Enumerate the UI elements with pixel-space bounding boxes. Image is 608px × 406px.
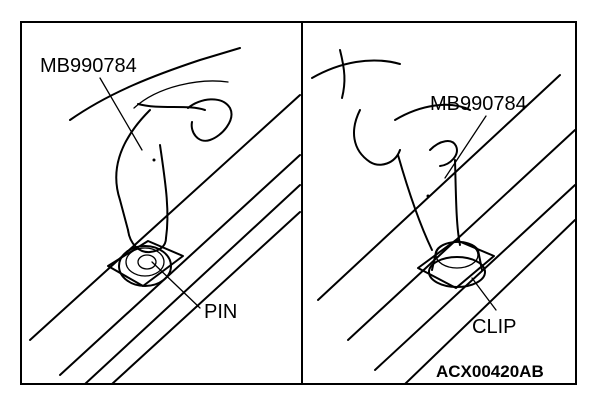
right-tool-leader — [444, 115, 487, 179]
figure-frame — [20, 21, 577, 385]
pin-label: PIN — [204, 301, 237, 323]
pin-part — [118, 245, 172, 287]
clip-leader — [471, 277, 497, 311]
right-mounting-plate — [417, 239, 495, 289]
right-hand-tool — [311, 49, 471, 251]
left-trim-rails — [29, 94, 301, 383]
pin-leader — [151, 261, 201, 309]
left-hand-tool — [69, 47, 241, 254]
left-panel: MB990784 PIN — [29, 47, 301, 383]
figure-code: ACX00420AB — [436, 362, 544, 381]
left-mounting-plate — [107, 240, 184, 287]
clip-label: CLIP — [472, 316, 516, 338]
right-trim-rails — [317, 74, 575, 383]
left-tool-leader — [99, 77, 143, 151]
right-panel: MB990784 CLIP — [311, 49, 575, 383]
right-tool-label: MB990784 — [430, 93, 527, 115]
left-tool-label: MB990784 — [40, 55, 137, 77]
clip-part — [428, 241, 486, 288]
